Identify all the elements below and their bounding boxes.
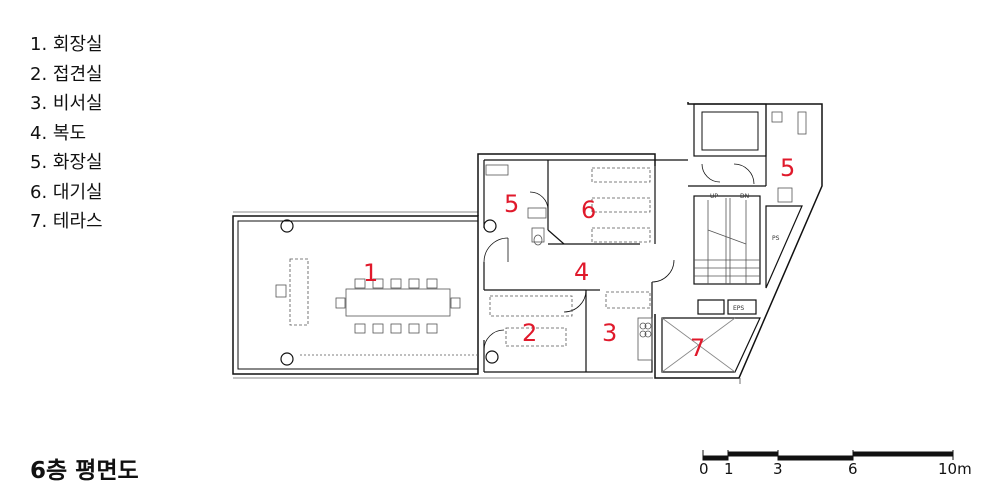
stair-labels: UP DN PS EPS [710,193,780,312]
room-number-7: 7 [690,334,705,362]
room-number-5-left: 5 [504,190,519,218]
legend-item-7: 7. 테라스 [30,211,103,232]
room-number-3: 3 [602,319,617,347]
scale-bar-segment [852,451,954,457]
legend-item-2: 2. 접견실 [30,63,103,85]
room-legend: 1. 회장실 2. 접견실 3. 비서실 4. 복도 5. 화장실 6. 대기실… [30,30,103,237]
scale-bar: 0 1 3 6 10m [699,450,972,478]
room-number-4: 4 [574,258,589,286]
scale-tick-1: 1 [724,460,734,478]
room-number-6: 6 [581,196,596,224]
room-number-1: 1 [363,259,378,287]
legend-item-6: 6. 대기실 [30,181,103,203]
scale-tick-6: 6 [848,460,858,478]
stair-down-label: DN [740,193,749,200]
meeting-chairs-top [354,278,438,289]
meeting-chairs-bottom [354,323,438,334]
walls [232,102,823,384]
legend-item-4: 4. 복도 [30,122,87,144]
scale-tick-10m: 10m [938,460,972,478]
legend-item-1: 1. 회장실 [30,34,103,55]
stair-up-label: UP [710,193,718,200]
legend-item-3: 3. 비서실 [30,93,103,114]
room-numbers: 1 2 3 4 5 5 6 7 [363,154,795,362]
scale-tick-3: 3 [773,460,783,478]
room-number-2: 2 [522,319,537,347]
scale-tick-0: 0 [699,460,709,478]
plan-title: 6층 평면도 [30,458,139,484]
scale-bar-segment [727,451,779,457]
furniture [275,111,807,361]
eps-label: EPS [733,305,744,312]
scale-bar-segment [777,455,854,461]
ps-label: PS [772,235,780,242]
room-number-5-right: 5 [780,154,795,182]
legend-item-5: 5. 화장실 [30,152,103,173]
